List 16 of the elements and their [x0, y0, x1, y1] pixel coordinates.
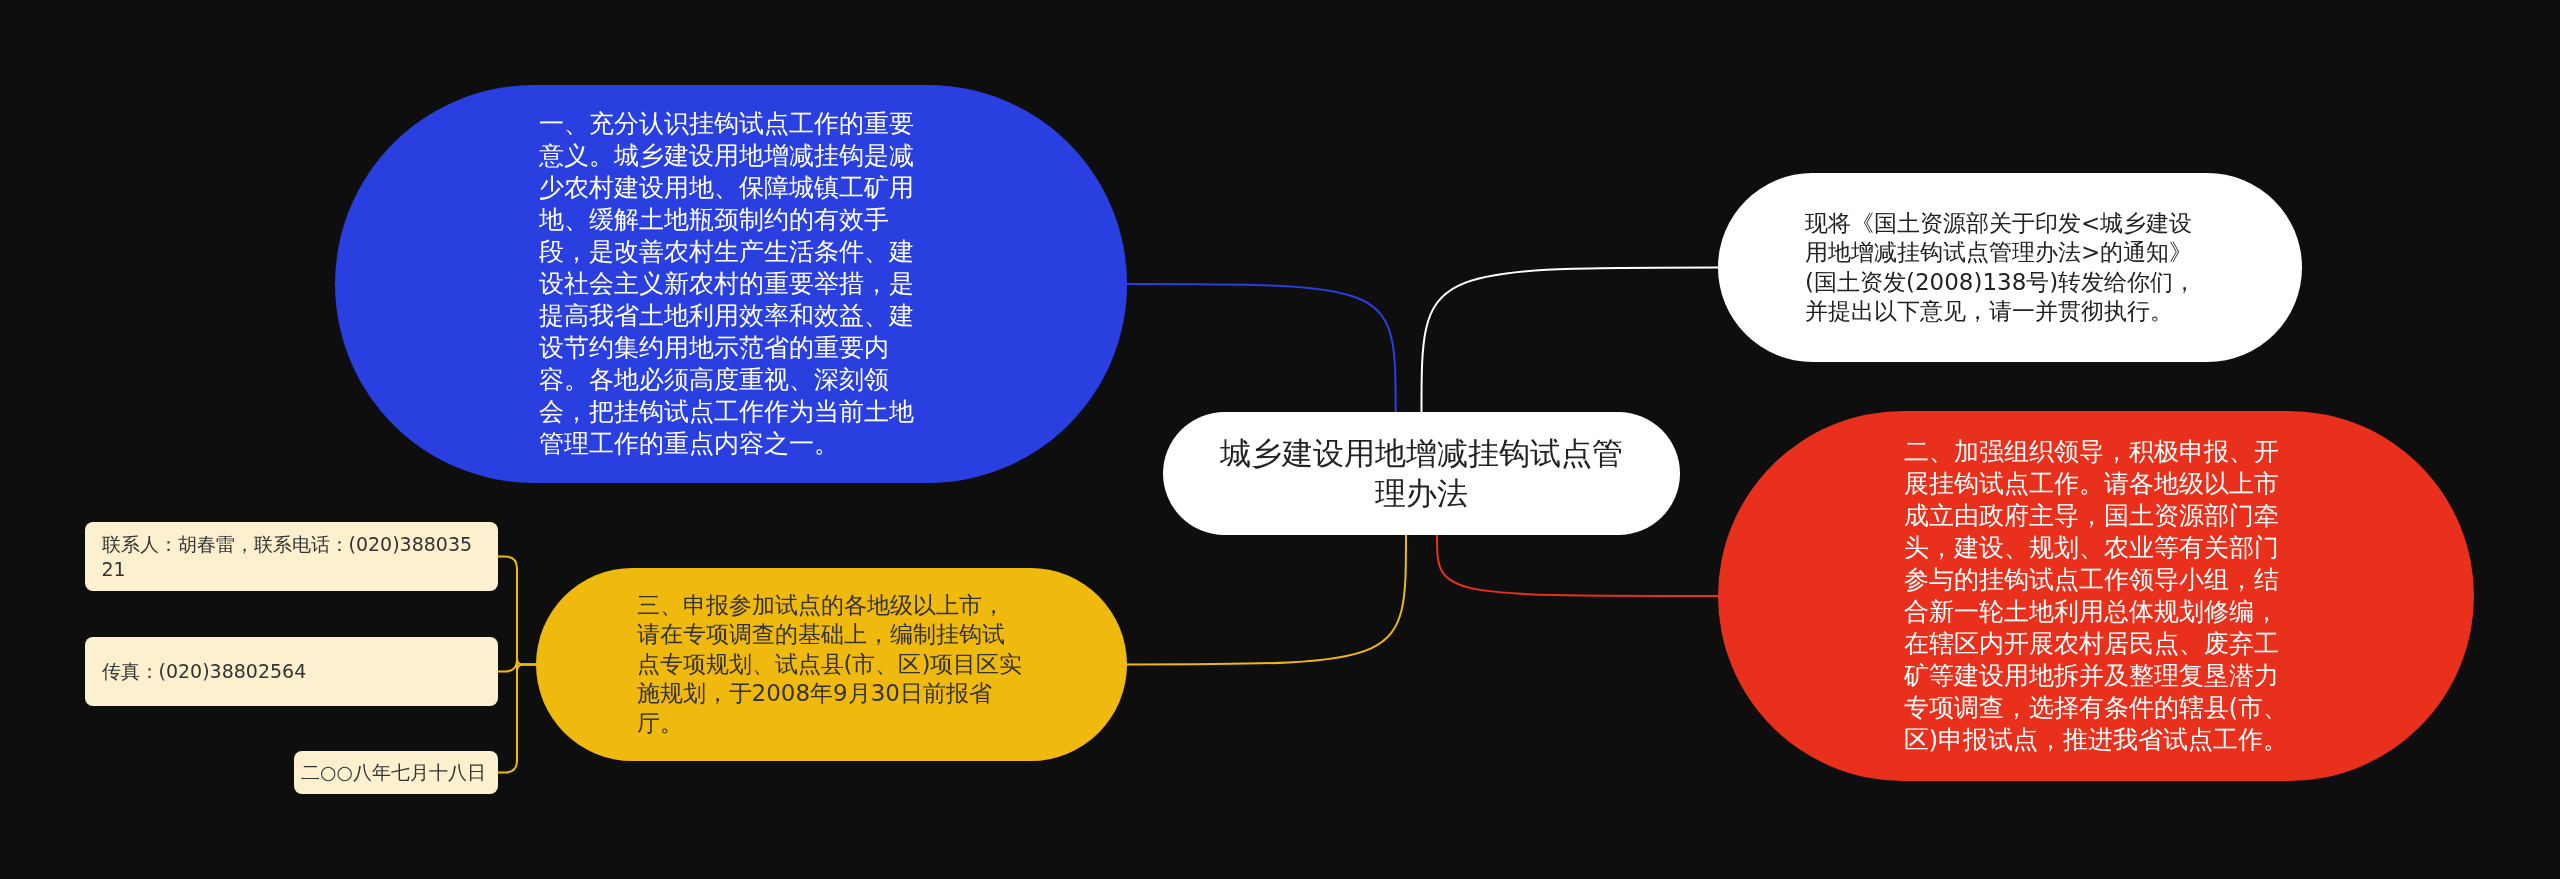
topic-text: 现将《国土资源部关于印发<城乡建设用地增减挂钩试点管理办法>的通知》(国土资发(2008)138号)转发给你们，并提出以下意见，请一并贯彻执行。	[1805, 208, 2198, 326]
connector-line	[1436, 534, 1719, 597]
connector-line	[1126, 534, 1407, 666]
topic-text: 城乡建设用地增减挂钩试点管理办法	[1219, 433, 1624, 513]
topic-text: 一、充分认识挂钩试点工作的重要意义。城乡建设用地增减挂钩是减少农村建设用地、保障城镇工矿用地、缓解土地瓶颈制约的有效手段，是改善农村生产生活条件、建设社会主义新农村的重要举措，是提高我省土地利用效率和效益、建设节约集约用地示范省的重要内容。各地必须高度重视、深刻领会，把挂钩试点工作作为当前土地管理工作的重点内容之一。	[538, 108, 915, 460]
topic-text: 二、加强组织领导，积极申报、开展挂钩试点工作。请各地级以上市成立由政府主导，国土资源部门牵头，建设、规划、农业等有关部门参与的挂钩试点工作领导小组，结合新一轮土地利用总体规划修编，在辖区内开展农村居民点、废弃工矿等建设用地拆并及整理复垦潜力专项调查，选择有条件的辖县(市、区)申报试点，推进我省试点工作。	[1903, 436, 2289, 756]
connector-line	[1126, 283, 1397, 413]
leaf-box	[294, 751, 498, 794]
connector-line	[497, 663, 537, 774]
topic-text: 三、申报参加试点的各地级以上市，请在专项调查的基础上，编制挂钩试点专项规划、试点县(市、区)项目区实施规划，于2008年9月30日前报省厅。	[636, 590, 1024, 738]
leaf-box	[85, 637, 498, 706]
leaf-box	[85, 522, 498, 591]
topic-text: 联系人：胡春雷，联系电话：(020)38803521	[101, 532, 474, 581]
topic-text: 二○○八年七月十八日	[301, 760, 488, 785]
connector-line	[1420, 266, 1719, 413]
topic-text: 传真：(020)38802564	[101, 659, 308, 684]
